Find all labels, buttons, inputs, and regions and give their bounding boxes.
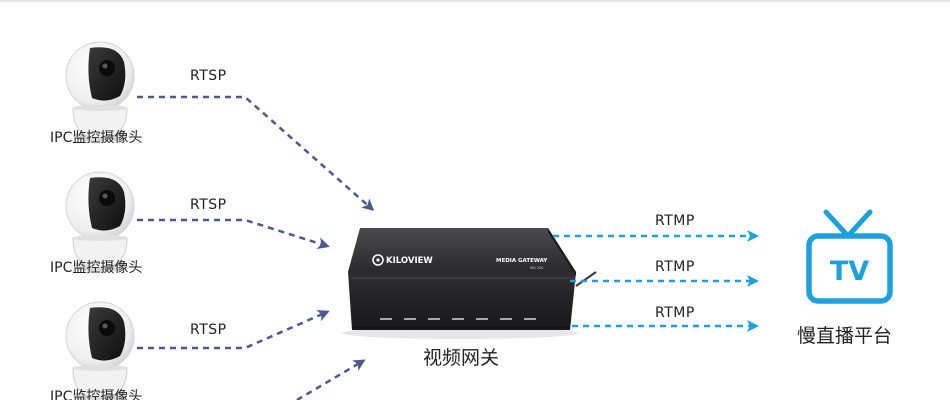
rtsp-label-3: RTSP (190, 322, 227, 338)
tv-icon: TV (806, 209, 893, 304)
camera-label-1: IPC监控摄像头 (50, 130, 143, 146)
kiloview-logo-icon (372, 254, 384, 266)
rtmp-label-3: RTMP (655, 305, 695, 321)
rtsp-arrow-4 (296, 359, 366, 400)
ip-camera-3 (65, 301, 135, 400)
camera-label-3: IPC监控摄像头 (50, 389, 143, 400)
ip-camera-2 (65, 171, 135, 273)
rtsp-arrow-2 (137, 218, 330, 249)
media-gateway-device: KILOVIEW MEDIA GATEWAY MG 200 (342, 228, 597, 339)
rtmp-label-1: RTMP (655, 213, 695, 229)
gateway-brand: KILOVIEW (386, 256, 433, 266)
gateway-cable (575, 271, 597, 287)
rtsp-label-1: RTSP (190, 68, 227, 84)
gateway-label: 视频网关 (423, 347, 500, 369)
rtmp-label-2: RTMP (655, 259, 695, 275)
ip-camera-1 (65, 41, 135, 143)
tv-icon-text: TV (830, 256, 869, 287)
gateway-model: MG 200 (530, 266, 544, 270)
rtsp-label-2: RTSP (190, 197, 227, 213)
gateway-product-name: MEDIA GATEWAY (496, 258, 548, 264)
rtsp-arrow-3 (137, 310, 330, 350)
rtsp-arrow-1 (137, 95, 375, 211)
platform-label: 慢直播平台 (797, 325, 893, 347)
camera-label-2: IPC监控摄像头 (50, 260, 143, 276)
